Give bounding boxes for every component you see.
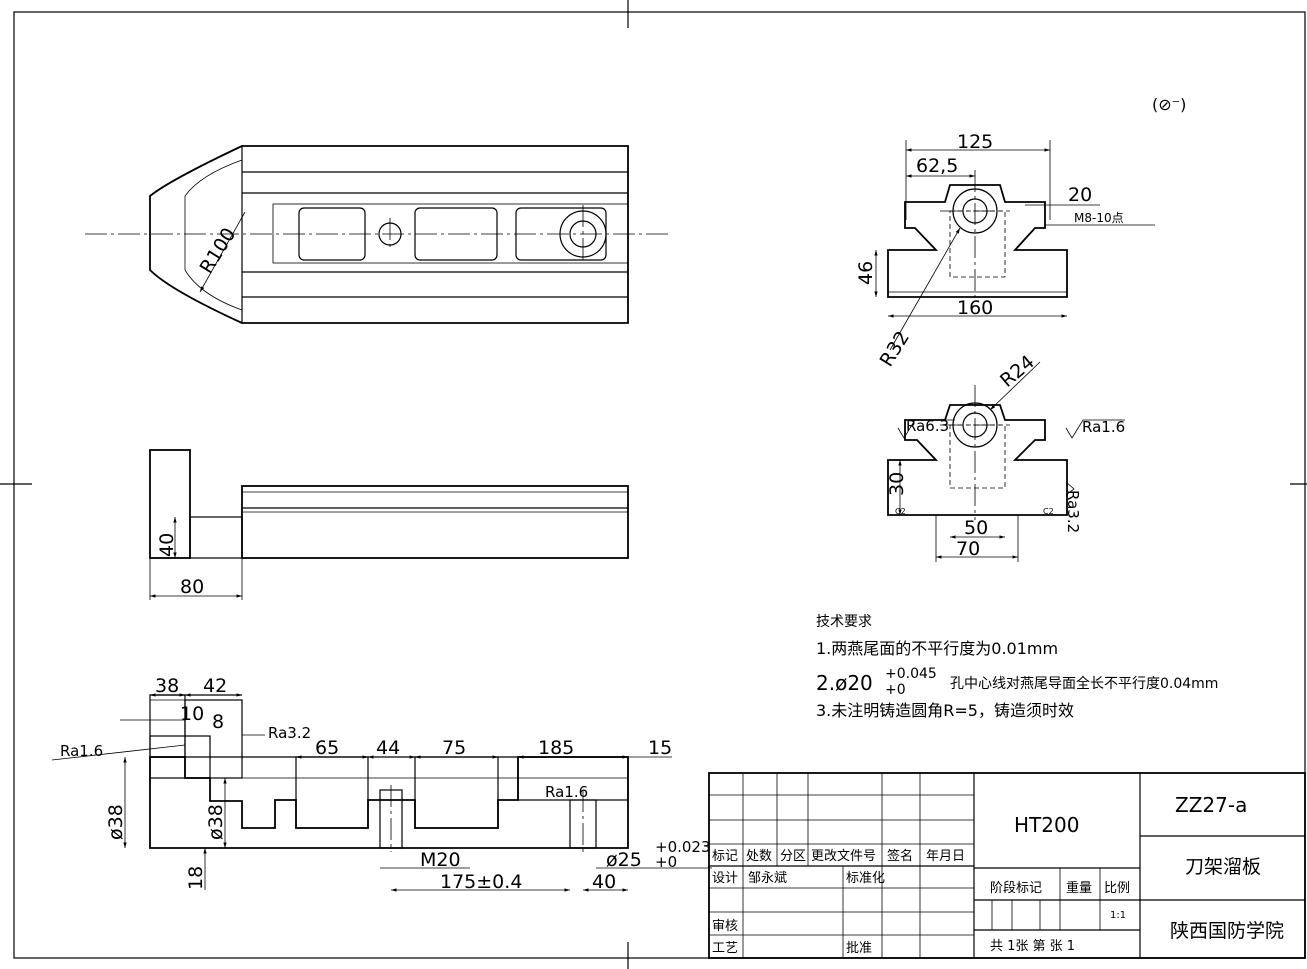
tech-item-2-prefix: 2.ø20 (816, 671, 873, 695)
end-half-label: 62,5 (916, 155, 958, 177)
title-block (708, 772, 1306, 959)
tech-item-3: 3.未注明铸造圆角R=5，铸造须时效 (816, 701, 1074, 720)
tb-header-3: 分区 (780, 849, 806, 864)
front-dim-44: 44 (376, 737, 400, 759)
end-height-label: 46 (855, 261, 877, 285)
tb-stage: 阶段标记 (990, 881, 1042, 896)
tech-title: 技术要求 (816, 614, 872, 630)
front-dia-inner: ø38 (205, 804, 227, 840)
end-width-label: 125 (957, 131, 993, 153)
front-section (51, 693, 712, 892)
front-ra-top: Ra3.2 (268, 724, 311, 742)
tb-ratio: 比例 (1104, 881, 1130, 896)
tb-material: HT200 (1014, 813, 1079, 837)
end-dovetail-label: 20 (1068, 184, 1092, 206)
tech-item-2-tol-upper: +0.045 (885, 666, 937, 682)
tb-review: 审核 (712, 919, 738, 934)
front-dim-8: 8 (212, 711, 224, 733)
section-view (887, 361, 1125, 562)
tb-header-5: 签名 (887, 848, 913, 864)
tb-school: 陕西国防学院 (1170, 920, 1284, 942)
front-bore: ø25 (606, 849, 642, 871)
section-height-label: 30 (886, 472, 908, 496)
end-base-label: 160 (957, 297, 993, 319)
plan-radius-label: R100 (196, 224, 241, 278)
roughness-note: (⊘⁻) (1152, 95, 1186, 114)
front-thread: M20 (420, 849, 461, 871)
tb-standardize: 标准化 (846, 871, 885, 886)
front-dim-75: 75 (442, 737, 466, 759)
tb-header-6: 年月日 (926, 849, 965, 864)
end-thread-note: M8-10点 (1074, 211, 1124, 225)
tb-header-4: 更改文件号 (811, 849, 876, 864)
tb-scale: 1:1 (1110, 910, 1126, 921)
front-ra-mid: Ra1.6 (545, 783, 588, 801)
tb-designer: 邹永斌 (748, 870, 787, 886)
tb-weight: 重量 (1066, 880, 1092, 896)
end-radius-label: R32 (876, 327, 914, 370)
front-dim-15: 15 (648, 737, 672, 759)
section-radius-label: R24 (996, 351, 1039, 392)
section-chamfer-right: C2 (1043, 507, 1054, 516)
tb-part-name: 刀架溜板 (1185, 856, 1261, 878)
tb-design: 设计 (712, 871, 738, 886)
tech-item-2-suffix: 孔中心线对燕尾导面全长不平行度0.04mm (950, 675, 1218, 692)
tech-item-1: 1.两燕尾面的不平行度为0.01mm (816, 639, 1058, 658)
section-inner-label: 50 (964, 517, 988, 539)
front-bore-tol-lower: +0 (655, 853, 677, 871)
front-dim-10: 10 (180, 703, 204, 725)
front-dim-185: 185 (538, 737, 574, 759)
front-length: 175±0.4 (440, 871, 522, 893)
front-dim-42: 42 (203, 675, 227, 697)
section-chamfer-left: C2 (895, 507, 906, 516)
end-view (874, 140, 1155, 351)
tb-header-2: 处数 (746, 849, 772, 864)
front-bore-tol-upper: +0.023 (655, 838, 711, 856)
plan-view (85, 145, 672, 324)
tech-item-2-tol-lower: +0 (885, 682, 906, 698)
tb-approve: 批准 (846, 941, 872, 956)
front-end-len: 40 (592, 871, 616, 893)
front-dia-left: ø38 (105, 804, 127, 840)
side-height-label: 40 (156, 533, 178, 557)
side-width-label: 80 (180, 576, 204, 598)
section-outer-label: 70 (956, 538, 980, 560)
tb-header-1: 标记 (712, 849, 738, 864)
front-dim-65: 65 (315, 737, 339, 759)
front-dim-18: 18 (185, 866, 207, 890)
tb-drawing-no: ZZ27-a (1175, 793, 1247, 817)
tb-sheet-count: 共 1张 第 张 1 (990, 939, 1075, 954)
section-ra-bottom: Ra3.2 (1064, 490, 1082, 533)
side-view (149, 449, 629, 600)
section-ra-left: Ra6.3 (906, 417, 949, 435)
front-ra-left: Ra1.6 (60, 742, 103, 760)
tb-process: 工艺 (712, 941, 738, 956)
section-ra-right: Ra1.6 (1082, 418, 1125, 436)
front-dim-38: 38 (155, 675, 179, 697)
